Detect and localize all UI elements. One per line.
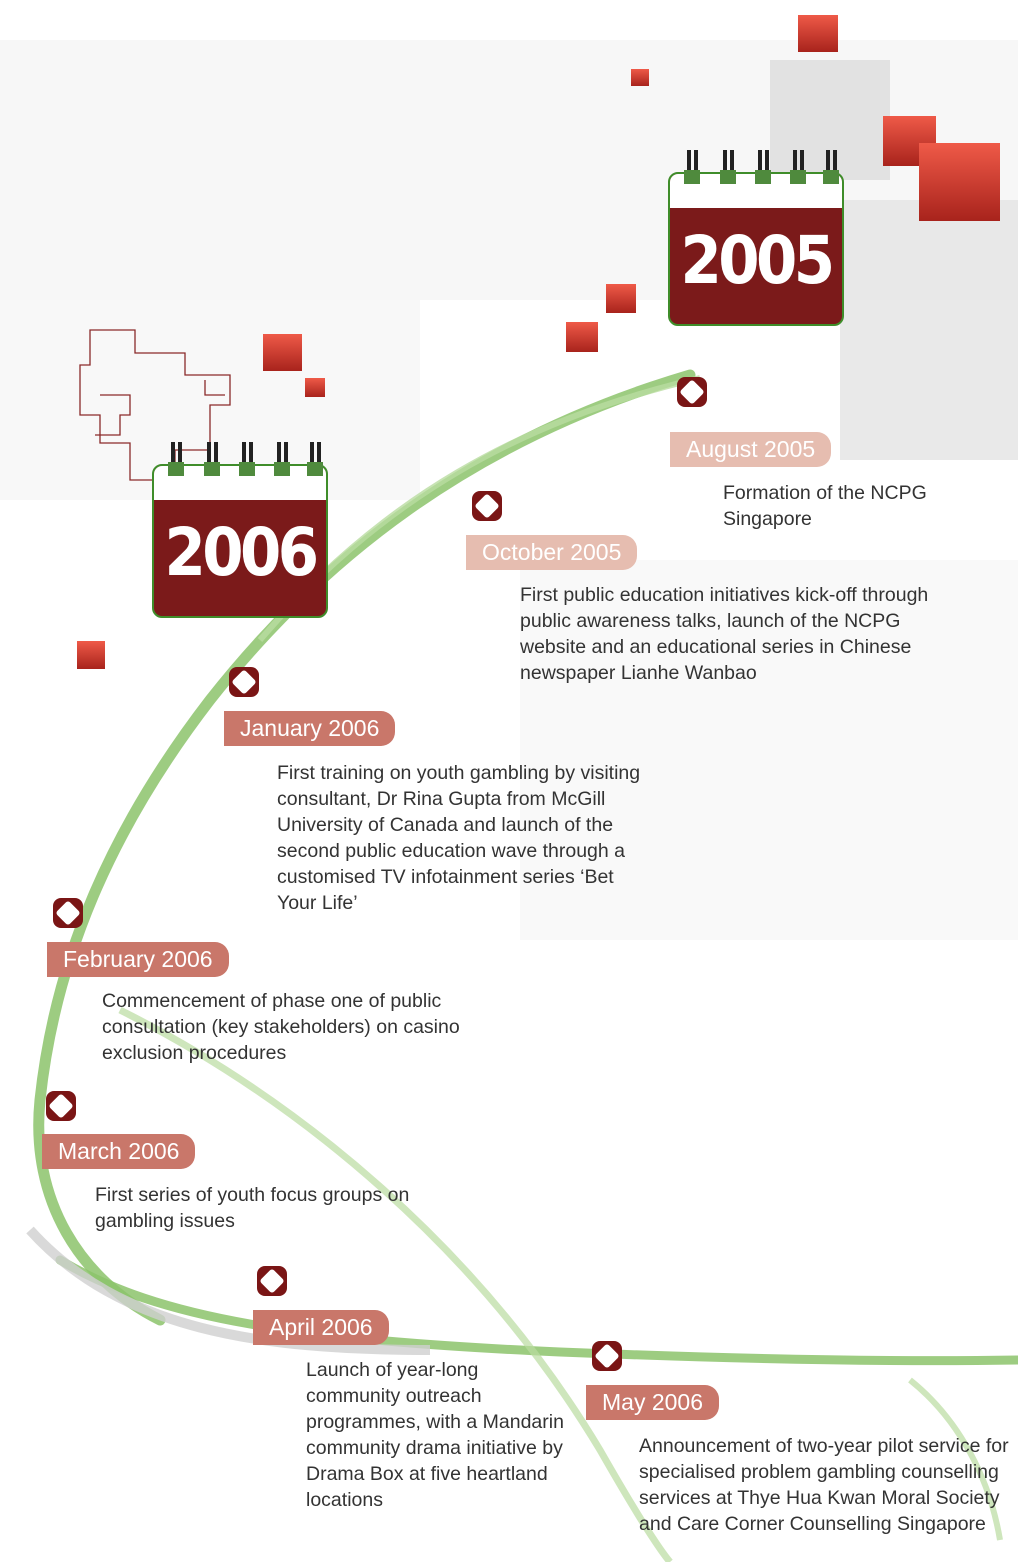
calendar-year: 2006 — [164, 514, 320, 591]
calendar-ring — [720, 150, 736, 186]
map-outline — [79, 329, 231, 481]
background-block — [770, 60, 890, 180]
decorative-square — [631, 69, 649, 86]
timeline-marker-icon — [229, 667, 259, 697]
event-date: May 2006 — [586, 1385, 720, 1420]
calendar-2006: 2006 — [152, 442, 328, 618]
calendar-ring — [307, 442, 323, 478]
decorative-square — [798, 15, 838, 52]
timeline-marker-icon — [257, 1266, 287, 1296]
calendar-ring — [168, 442, 184, 478]
calendar-ring — [204, 442, 220, 478]
background-block — [840, 200, 1018, 460]
calendar-body: 2006 — [152, 464, 328, 618]
decorative-square — [919, 143, 1000, 221]
timeline-marker-icon — [677, 377, 707, 407]
timeline-marker-icon — [472, 491, 502, 521]
event-description: Commencement of phase one of public cons… — [102, 990, 460, 1064]
calendar-ring — [239, 442, 255, 478]
calendar-ring — [684, 150, 700, 186]
event-date: April 2006 — [253, 1310, 389, 1345]
event-date: January 2006 — [224, 711, 396, 746]
event-description: Announcement of two-year pilot service f… — [639, 1435, 1009, 1535]
timeline-marker-icon — [46, 1091, 76, 1121]
event-description: First training on youth gambling by visi… — [277, 762, 641, 914]
event-date: March 2006 — [42, 1134, 196, 1169]
timeline-marker-icon — [592, 1341, 622, 1371]
event-date: October 2005 — [466, 535, 638, 570]
calendar-body: 2005 — [668, 172, 844, 326]
calendar-ring — [755, 150, 771, 186]
decorative-square — [305, 378, 325, 397]
event-date: August 2005 — [670, 432, 832, 467]
decorative-square — [263, 334, 302, 371]
decorative-square — [566, 322, 598, 352]
calendar-ring — [274, 442, 290, 478]
calendar-ring — [823, 150, 839, 186]
background-block — [520, 560, 1018, 940]
decorative-square — [606, 284, 636, 313]
event-description: First public education initiatives kick-… — [520, 584, 929, 684]
calendar-ring — [790, 150, 806, 186]
timeline-marker-icon — [53, 898, 83, 928]
event-description: First series of youth focus groups on ga… — [95, 1184, 410, 1232]
decorative-square — [77, 641, 105, 669]
event-date: February 2006 — [47, 942, 229, 977]
event-description: Formation of the NCPG Singapore — [723, 482, 927, 530]
event-description: Launch of year-long community outreach p… — [306, 1359, 564, 1511]
calendar-year: 2005 — [680, 222, 836, 299]
calendar-2005: 2005 — [668, 150, 844, 326]
